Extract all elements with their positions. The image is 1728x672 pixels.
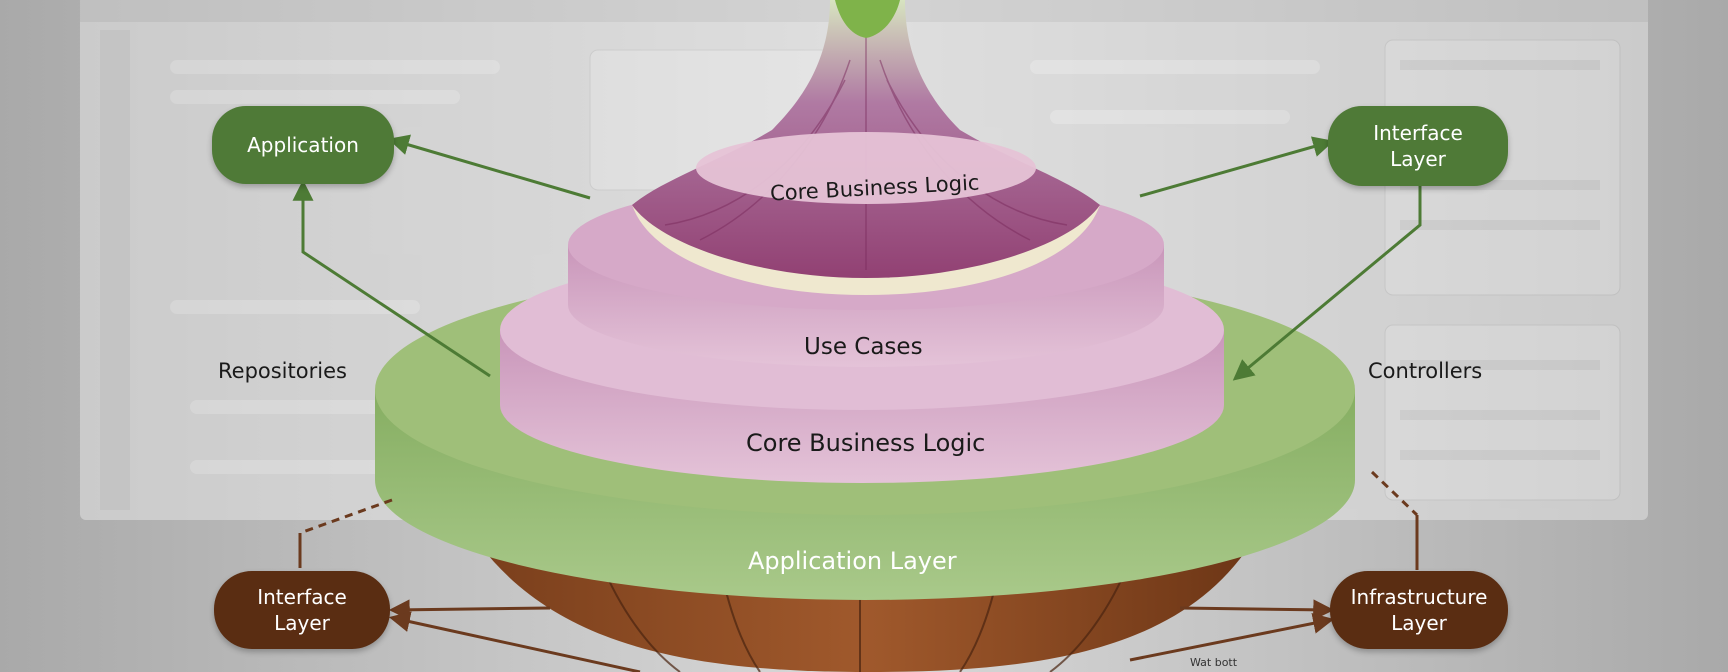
interface-layer-node-top-line2: Layer — [1390, 147, 1446, 171]
interface-layer-node-top: Interface Layer — [1328, 106, 1508, 186]
infrastructure-layer-node-line2: Layer — [1391, 611, 1447, 635]
brown-connectors — [298, 470, 1419, 672]
onion-core-ring — [632, 205, 1100, 295]
interface-layer-node-bottom: Interface Layer — [214, 571, 390, 649]
interface-layer-node-bottom-line1: Interface — [257, 585, 347, 609]
application-node: Application — [212, 106, 394, 184]
onion-top-stem — [835, 0, 900, 38]
infrastructure-layer-node-line1: Infrastructure — [1350, 585, 1488, 609]
interface-layer-node-bottom-line2: Layer — [274, 611, 330, 635]
controllers-label: Controllers — [1368, 359, 1483, 383]
core-business-logic-label: Core Business Logic — [746, 429, 986, 457]
application-layer-label: Application Layer — [748, 547, 957, 575]
infrastructure-layer-node: Infrastructure Layer — [1330, 571, 1508, 649]
repositories-label: Repositories — [218, 359, 347, 383]
bottom-note-label: Wat bott — [1190, 656, 1238, 669]
interface-layer-node-top-line1: Interface — [1373, 121, 1463, 145]
application-node-label: Application — [247, 133, 359, 157]
use-cases-label: Use Cases — [804, 334, 923, 360]
core-band — [696, 132, 1036, 204]
green-connectors — [292, 134, 1422, 381]
